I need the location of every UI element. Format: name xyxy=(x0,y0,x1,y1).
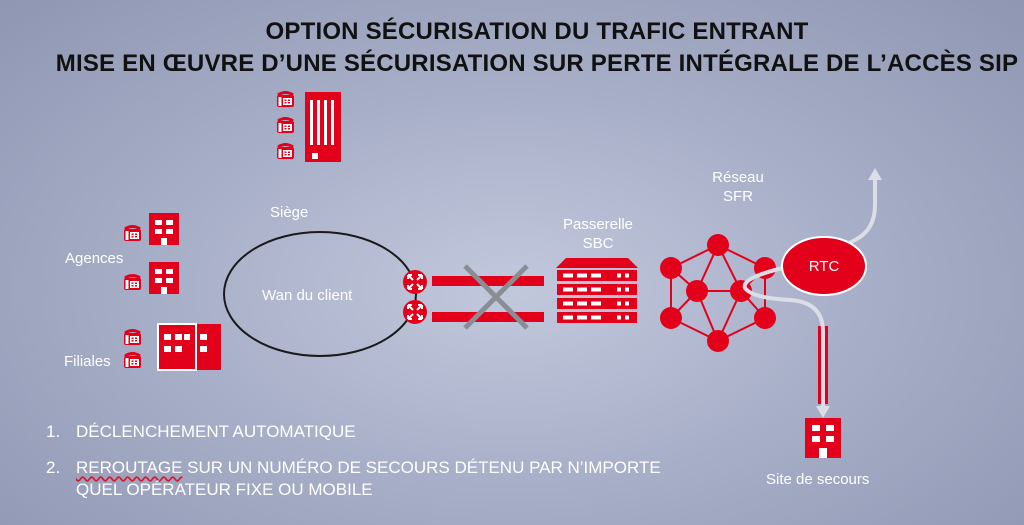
filiales-label: Filiales xyxy=(64,353,111,370)
step-text: REROUTAGE SUR UN NUMÉRO DE SECOURS DÉTEN… xyxy=(76,457,686,501)
passerelle-line-2: SBC xyxy=(582,235,614,252)
step-number: 2. xyxy=(46,458,61,477)
arrow-up-icon xyxy=(868,168,882,180)
phone-icon xyxy=(275,117,296,135)
sbc-gateway-icon xyxy=(556,258,638,323)
title-line-2: MISE EN ŒUVRE D’UNE SÉCURISATION SUR PER… xyxy=(55,50,1019,77)
step-number: 1. xyxy=(46,422,61,441)
list-item: 2. REROUTAGE SUR UN NUMÉRO DE SECOURS DÉ… xyxy=(46,457,686,501)
passerelle-label: Passerelle SBC xyxy=(548,215,648,253)
step-keyword: REROUTAGE xyxy=(76,458,183,477)
agence-1 xyxy=(122,213,179,245)
network-nodes xyxy=(660,234,776,352)
title-line-1: OPTION SÉCURISATION DU TRAFIC ENTRANT xyxy=(265,18,809,45)
arrow-down-icon xyxy=(816,406,830,418)
router-icon xyxy=(402,269,428,295)
list-item: 1. DÉCLENCHEMENT AUTOMATIQUE xyxy=(46,421,686,443)
pbx-icon xyxy=(305,92,341,162)
agence-2 xyxy=(122,262,179,294)
building-icon xyxy=(149,262,179,294)
sip-link-2 xyxy=(432,312,544,322)
reseau-line-1: Réseau xyxy=(712,169,764,186)
phone-icon xyxy=(122,225,143,243)
siege-label: Siège xyxy=(270,204,309,221)
rtc-label: RTC xyxy=(808,258,840,275)
siege-phones xyxy=(275,91,296,161)
step-text: DÉCLENCHEMENT AUTOMATIQUE xyxy=(76,422,356,441)
filiales-phones xyxy=(122,329,143,370)
passerelle-line-1: Passerelle xyxy=(562,216,634,233)
step-text-rest: SUR UN NUMÉRO DE SECOURS DÉTENU PAR N’IM… xyxy=(76,458,661,499)
sip-link-1 xyxy=(432,276,544,286)
building-icon xyxy=(149,213,179,245)
steps-list: 1. DÉCLENCHEMENT AUTOMATIQUE 2. REROUTAG… xyxy=(46,421,686,515)
phone-icon xyxy=(122,352,143,370)
cross-icon xyxy=(463,264,529,330)
building-icon xyxy=(157,323,221,371)
building-icon xyxy=(805,418,841,458)
reroute-path xyxy=(742,176,877,410)
reseau-label: Réseau SFR xyxy=(688,168,788,206)
wan-label: Wan du client xyxy=(262,287,353,304)
reseau-line-2: SFR xyxy=(723,188,753,205)
site-secours-label: Site de secours xyxy=(766,471,870,488)
wan-cloud xyxy=(223,231,417,357)
router-icon xyxy=(402,299,428,325)
phone-icon xyxy=(275,143,296,161)
phone-icon xyxy=(275,91,296,109)
rtc-network xyxy=(781,236,867,296)
phone-icon xyxy=(122,274,143,292)
phone-icon xyxy=(122,329,143,347)
agences-label: Agences xyxy=(65,250,124,267)
